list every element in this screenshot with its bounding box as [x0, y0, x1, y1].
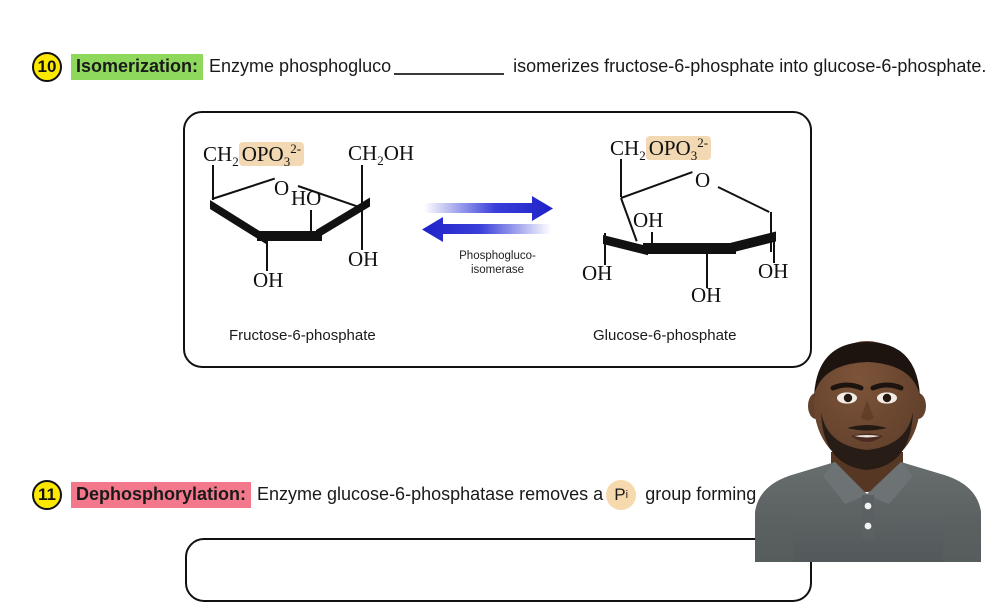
- enzyme-name-label: Phosphogluco- isomerase: [440, 249, 555, 278]
- g6p-hydroxyl-left-label: OH: [582, 261, 613, 285]
- slide-canvas: 10 Isomerization: Enzyme phosphogluco iso…: [32, 52, 1000, 602]
- f6p-bond-inner-oh: [310, 210, 312, 237]
- f6p-caption: Fructose-6-phosphate: [229, 327, 376, 344]
- presenter-video-overlay[interactable]: [735, 334, 1000, 562]
- f6p-bond-c1: [361, 165, 363, 208]
- g6p-bond-c4-oh: [604, 233, 606, 265]
- f6p-bond-c6: [212, 165, 214, 200]
- g6p-ring-bond-c5-o: [620, 171, 693, 199]
- presenter-figure: [755, 341, 981, 562]
- enzyme-name-line1: Phosphogluco-: [459, 250, 536, 262]
- pi-chip-subscript: i: [625, 489, 629, 501]
- dephosphorylation-figure-panel: [185, 538, 812, 602]
- f6p-ring-wedge-front: [257, 231, 322, 241]
- g6p-bond-c6: [620, 159, 622, 197]
- step-11-text-after-chip: group forming: [645, 484, 757, 505]
- f6p-ch2oh-label: CH2OH: [348, 141, 415, 169]
- step-10-title: Isomerization:: [71, 54, 204, 80]
- g6p-hydroxyl-bottom-label: OH: [691, 283, 722, 307]
- f6p-ring-bond-left-up: [211, 177, 276, 200]
- g6p-ring-wedge-front: [643, 243, 736, 254]
- step-10-text-after-blank: isomerizes fructose-6-phosphate into glu…: [513, 56, 987, 77]
- step-11-title: Dephosphorylation:: [71, 482, 251, 508]
- step-11-text-before-chip: Enzyme glucose-6-phosphatase removes a: [257, 484, 604, 505]
- step-10-blank-underline: [394, 59, 505, 75]
- step-11-line: 11 Dephosphorylation: Enzyme glucose-6-p…: [32, 480, 756, 510]
- reversible-arrows-icon: [422, 196, 553, 242]
- enzyme-name-line2: isomerase: [470, 264, 525, 277]
- f6p-bottom-hydroxyl-label: OH: [253, 268, 284, 292]
- g6p-bond-c3-oh: [651, 232, 653, 248]
- step-10-text-before-blank: Enzyme phosphogluco: [209, 56, 392, 77]
- f6p-right-hydroxyl-label: OH: [348, 247, 379, 271]
- g6p-ring-oxygen-label: O: [695, 168, 711, 192]
- g6p-ring-bond-o-c1: [717, 186, 770, 213]
- g6p-ring-wedge-left: [603, 235, 648, 256]
- f6p-ring-oxygen-label: O: [274, 176, 290, 200]
- f6p-inner-hydroxyl-label: HO: [291, 186, 322, 210]
- step-10-line: 10 Isomerization: Enzyme phosphogluco iso…: [32, 52, 986, 82]
- f6p-bond-right-oh: [361, 208, 363, 250]
- step-11-badge: 11: [32, 480, 62, 510]
- g6p-bond-c1-oh: [773, 238, 775, 263]
- g6p-caption: Glucose-6-phosphate: [593, 327, 737, 344]
- g6p-hydroxyl-upper-left-label: OH: [633, 208, 664, 232]
- g6p-bond-c2-oh: [706, 253, 708, 288]
- pi-chip-letter: P: [614, 485, 626, 504]
- f6p-bond-bottom-oh: [266, 238, 268, 271]
- enzyme-arrow-group: Phosphogluco- isomerase: [420, 193, 575, 288]
- g6p-hydroxyl-right-label: OH: [758, 259, 789, 283]
- step-10-badge: 10: [32, 52, 62, 82]
